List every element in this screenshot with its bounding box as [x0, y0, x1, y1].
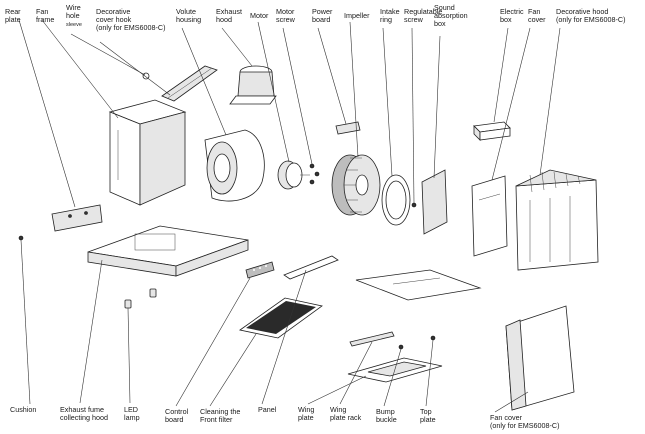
exhaust-hood-part — [229, 65, 277, 105]
label-exhaust-fume-collecting-hood: Exhaust fume collecting hood — [60, 405, 108, 422]
power-board-part — [335, 121, 361, 135]
led-lamp-part — [124, 288, 157, 309]
bump-buckle-part — [398, 344, 404, 350]
label-control-board: Control board — [165, 407, 190, 424]
regulatable-screw-part — [411, 202, 417, 208]
label-regulatable-screw: Regulatable screw — [404, 7, 444, 24]
label-cleaning-front-filter: Cleaning the Front filter — [200, 407, 242, 424]
front-filter-part — [239, 297, 323, 339]
label-panel: Panel — [258, 405, 277, 414]
label-decorative-hood: Decorative hood (only for EMS6008-C) — [556, 7, 626, 24]
label-wire-hole-sleeve: Wire hole sleeve — [66, 3, 83, 28]
label-wing-plate: Wing plate — [298, 405, 316, 422]
label-decorative-cover-hook: Decorative cover hook (only for EMS6008-… — [96, 7, 166, 32]
fan-frame-part — [108, 99, 187, 206]
label-fan-frame: Fan frame — [36, 7, 54, 24]
label-electric-box: Electric box — [500, 7, 526, 24]
decorative-hood-part — [515, 169, 599, 271]
labels: Rear plate Fan frame Wire hole sleeve De… — [5, 3, 626, 430]
volute-housing-part — [204, 129, 265, 202]
label-bump-buckle: Bump buckle — [376, 407, 397, 424]
motor-screw-part — [309, 163, 320, 185]
label-power-board: Power board — [312, 7, 334, 24]
label-intake-ring: Intake ring — [380, 7, 402, 24]
electric-box-part — [473, 121, 511, 141]
panel-part — [283, 255, 339, 280]
label-exhaust-hood: Exhaust hood — [216, 7, 244, 24]
sound-absorption-box-part — [421, 169, 448, 235]
label-rear-plate: Rear plate — [5, 7, 23, 24]
exhaust-fume-collecting-hood-part — [87, 225, 249, 277]
rear-plate-part — [51, 204, 103, 232]
label-top-plate: Top plate — [420, 407, 436, 424]
label-fan-cover-bottom: Fan cover (only for EMS6008-C) — [490, 413, 560, 430]
fan-cover-bottom-part — [505, 305, 575, 411]
label-cushion: Cushion — [10, 405, 36, 414]
motor-part — [277, 160, 310, 190]
wing-plate-rack-part — [349, 331, 395, 347]
top-plate-screw-part — [430, 335, 436, 341]
label-motor-screw: Motor screw — [276, 7, 296, 24]
fan-cover-part — [471, 175, 508, 257]
label-led-lamp: LED lamp — [124, 405, 140, 422]
label-impeller: Impeller — [344, 11, 370, 20]
label-sound-absorption-box: Sound absorption box — [434, 3, 470, 28]
label-fan-cover: Fan cover — [528, 7, 546, 24]
intake-ring-part — [381, 174, 411, 226]
label-motor: Motor — [250, 11, 269, 20]
label-wing-plate-rack: Wing plate rack — [330, 405, 362, 422]
decorative-cover-hook-part — [161, 65, 218, 102]
top-plate-part — [355, 269, 482, 301]
label-volute-housing: Volute housing — [176, 7, 201, 24]
impeller-part — [331, 154, 381, 216]
cushion-part — [18, 235, 24, 241]
leader-lines — [18, 19, 561, 413]
control-board-part — [245, 261, 275, 279]
